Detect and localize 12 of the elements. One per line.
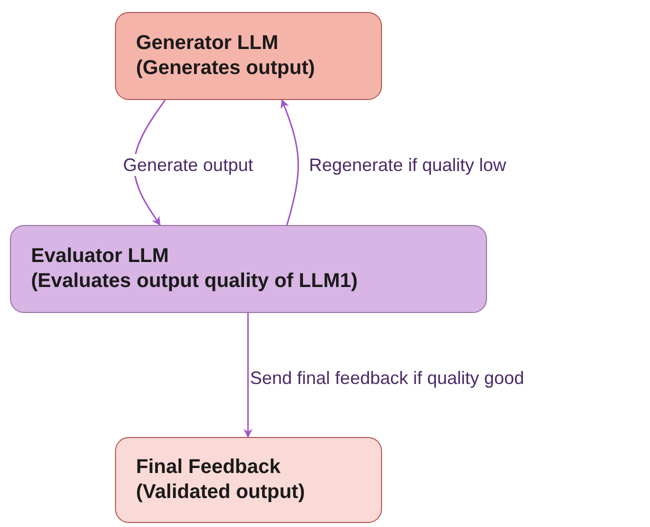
generator-box — [115, 12, 382, 100]
node-description: (Generates output) — [136, 56, 316, 81]
node-description: (Validated output) — [136, 480, 306, 505]
node-title: Evaluator LLM — [31, 244, 170, 269]
arrow — [244, 313, 252, 438]
evaluator-box — [10, 225, 487, 313]
arrow — [280, 99, 299, 226]
node-title: Final Feedback — [136, 455, 282, 480]
edge-label: Generate output — [122, 154, 254, 176]
node-description: (Evaluates output quality of LLM1) — [31, 269, 359, 294]
node-title: Generator LLM — [136, 31, 280, 56]
final-box — [115, 437, 382, 523]
